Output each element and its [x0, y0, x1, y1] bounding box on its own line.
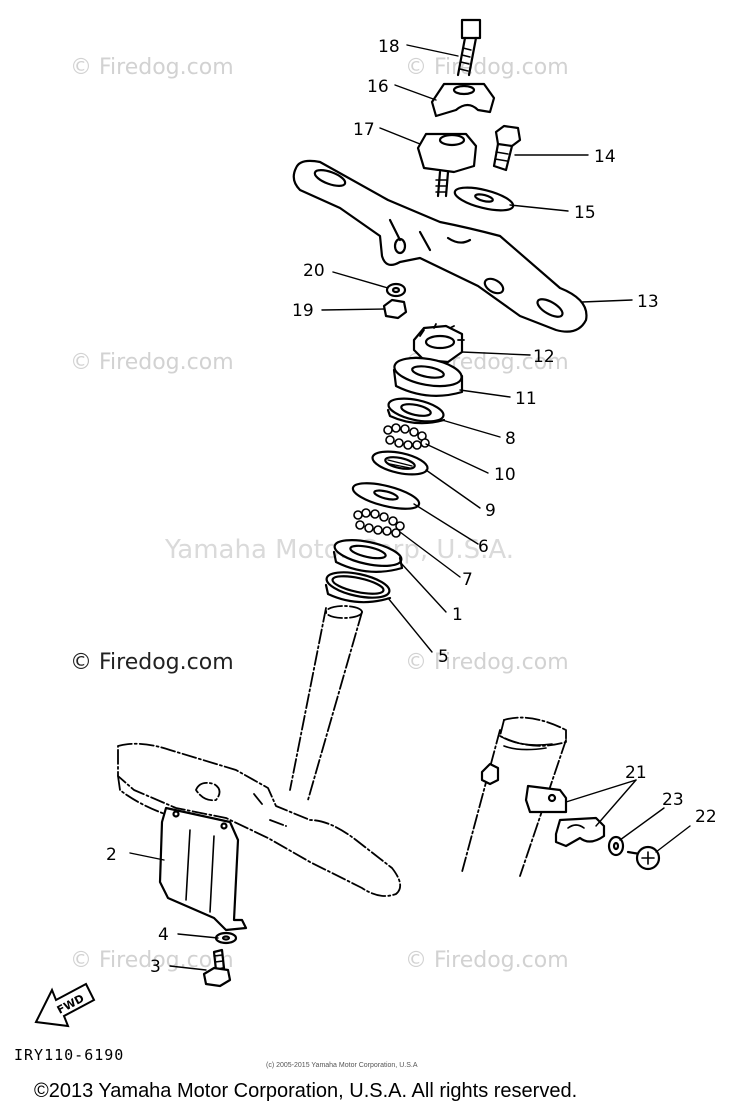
leader-lines — [129, 44, 691, 971]
drawing-code: IRY110-6190 — [14, 1046, 125, 1064]
callout-14: 14 — [594, 147, 616, 167]
callout-11: 11 — [515, 389, 537, 409]
part-20-washer — [385, 282, 407, 298]
part-5-dust-seal — [324, 571, 392, 604]
part-4-washer — [214, 931, 238, 945]
part-2-cover — [158, 806, 248, 932]
watermark: © Firedog.com — [70, 650, 234, 675]
callout-12: 12 — [533, 347, 555, 367]
callout-3: 3 — [150, 957, 161, 977]
callout-17: 17 — [353, 120, 375, 140]
part-nut-small — [480, 762, 500, 786]
part-10-ball-bearings — [383, 423, 430, 450]
part-1-bearing-race — [332, 539, 404, 573]
part-16-handlebar-clamp-upper — [430, 82, 496, 118]
part-7-ball-bearings — [353, 508, 405, 538]
part-12-ring-nut — [412, 323, 465, 364]
callout-13: 13 — [637, 292, 659, 312]
part-11-cover — [392, 356, 464, 397]
part-13-upper-bracket — [292, 159, 588, 333]
callout-23: 23 — [662, 790, 684, 810]
callout-1: 1 — [452, 605, 463, 625]
callout-18: 18 — [378, 37, 400, 57]
fork-tube-ribs — [499, 735, 553, 751]
tiny-copyright-notice: (c) 2005-2015 Yamaha Motor Corporation, … — [266, 1062, 418, 1069]
callout-8: 8 — [505, 429, 516, 449]
part-17-handlebar-clamp-lower — [416, 132, 478, 198]
part-15-washer — [453, 186, 515, 212]
callout-5: 5 — [438, 647, 449, 667]
part-23-washer — [607, 835, 625, 857]
watermark: © Firedog.com — [70, 55, 234, 80]
callout-16: 16 — [367, 77, 389, 97]
callout-15: 15 — [574, 203, 596, 223]
steering-stem-lower-bracket — [117, 605, 402, 897]
part-18-bolt — [456, 18, 482, 77]
part-14-bolt — [492, 124, 522, 172]
callout-9: 9 — [485, 501, 496, 521]
callout-4: 4 — [158, 925, 169, 945]
watermark: © Firedog.com — [70, 948, 234, 973]
part-3-bolt — [202, 948, 232, 988]
watermark: © Firedog.com — [70, 350, 234, 375]
callout-22: 22 — [695, 807, 717, 827]
part-9-bearing-race — [371, 450, 429, 476]
part-22-screw — [626, 845, 661, 871]
watermark: © Firedog.com — [405, 55, 569, 80]
callout-6: 6 — [478, 537, 489, 557]
callout-20: 20 — [303, 261, 325, 281]
callout-19: 19 — [292, 301, 314, 321]
part-21-clamp-lower — [554, 816, 606, 848]
callout-10: 10 — [494, 465, 516, 485]
fwd-arrow: FWD — [34, 982, 96, 1028]
callout-2: 2 — [106, 845, 117, 865]
watermark: © Firedog.com — [405, 948, 569, 973]
part-19-nut — [382, 298, 408, 320]
part-6-washer — [351, 482, 421, 510]
callout-21: 21 — [625, 763, 647, 783]
part-8-bearing-race — [386, 397, 446, 425]
part-callouts: 18 16 17 14 15 20 19 13 12 11 8 10 9 6 7… — [106, 37, 717, 977]
part-21-clamp-upper — [524, 784, 568, 814]
callout-7: 7 — [462, 570, 473, 590]
copyright-footer: ©2013 Yamaha Motor Corporation, U.S.A. A… — [34, 1080, 578, 1102]
watermark: © Firedog.com — [405, 650, 569, 675]
